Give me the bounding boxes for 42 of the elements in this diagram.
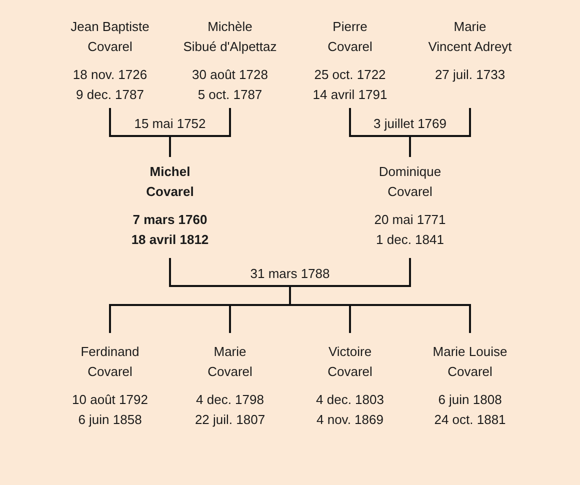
given-name: Victoire — [328, 343, 372, 361]
family-name: Covarel — [88, 363, 132, 381]
birth-date: 4 dec. 1803 — [316, 391, 384, 409]
given-name: Michèle — [208, 18, 252, 36]
family-name: Covarel — [328, 38, 372, 56]
death-date: 1 dec. 1841 — [376, 231, 444, 249]
family-name: Covarel — [88, 38, 132, 56]
family-tree-connector — [169, 108, 231, 157]
family-name: Covarel — [146, 183, 194, 201]
birth-date: 30 août 1728 — [192, 66, 268, 84]
death-date: 9 dec. 1787 — [76, 86, 144, 104]
family-name: Covarel — [448, 363, 492, 381]
family-tree-connector — [289, 258, 471, 333]
death-date: 6 juin 1858 — [78, 411, 142, 429]
death-date: 5 oct. 1787 — [198, 86, 262, 104]
given-name: Dominique — [378, 163, 442, 181]
family-name: Sibué d'Alpettaz — [183, 38, 277, 56]
death-date: 22 juil. 1807 — [194, 411, 266, 429]
family-name: Covarel — [388, 183, 432, 201]
birth-date: 25 oct. 1722 — [314, 66, 386, 84]
birth-date: 6 juin 1808 — [438, 391, 502, 409]
given-name: Pierre — [332, 18, 368, 36]
given-name: Marie — [454, 18, 486, 36]
birth-date: 20 mai 1771 — [374, 211, 446, 229]
family-name: Covarel — [328, 363, 372, 381]
death-date: 24 oct. 1881 — [434, 411, 506, 429]
birth-date: 4 dec. 1798 — [196, 391, 264, 409]
family-name: Vincent Adreyt — [428, 38, 512, 56]
given-name: Marie Louise — [432, 343, 508, 361]
given-name: Marie — [214, 343, 246, 361]
death-date: 4 nov. 1869 — [316, 411, 384, 429]
birth-date: 27 juil. 1733 — [434, 66, 506, 84]
family-tree-connector — [409, 108, 471, 157]
death-date: 18 avril 1812 — [131, 231, 209, 249]
given-name: Ferdinand — [80, 343, 140, 361]
birth-date: 10 août 1792 — [72, 391, 148, 409]
given-name: Michel — [150, 163, 190, 181]
given-name: Jean Baptiste — [70, 18, 150, 36]
death-date: 14 avril 1791 — [312, 86, 388, 104]
family-name: Covarel — [208, 363, 252, 381]
birth-date: 7 mars 1760 — [132, 211, 208, 229]
birth-date: 18 nov. 1726 — [72, 66, 148, 84]
